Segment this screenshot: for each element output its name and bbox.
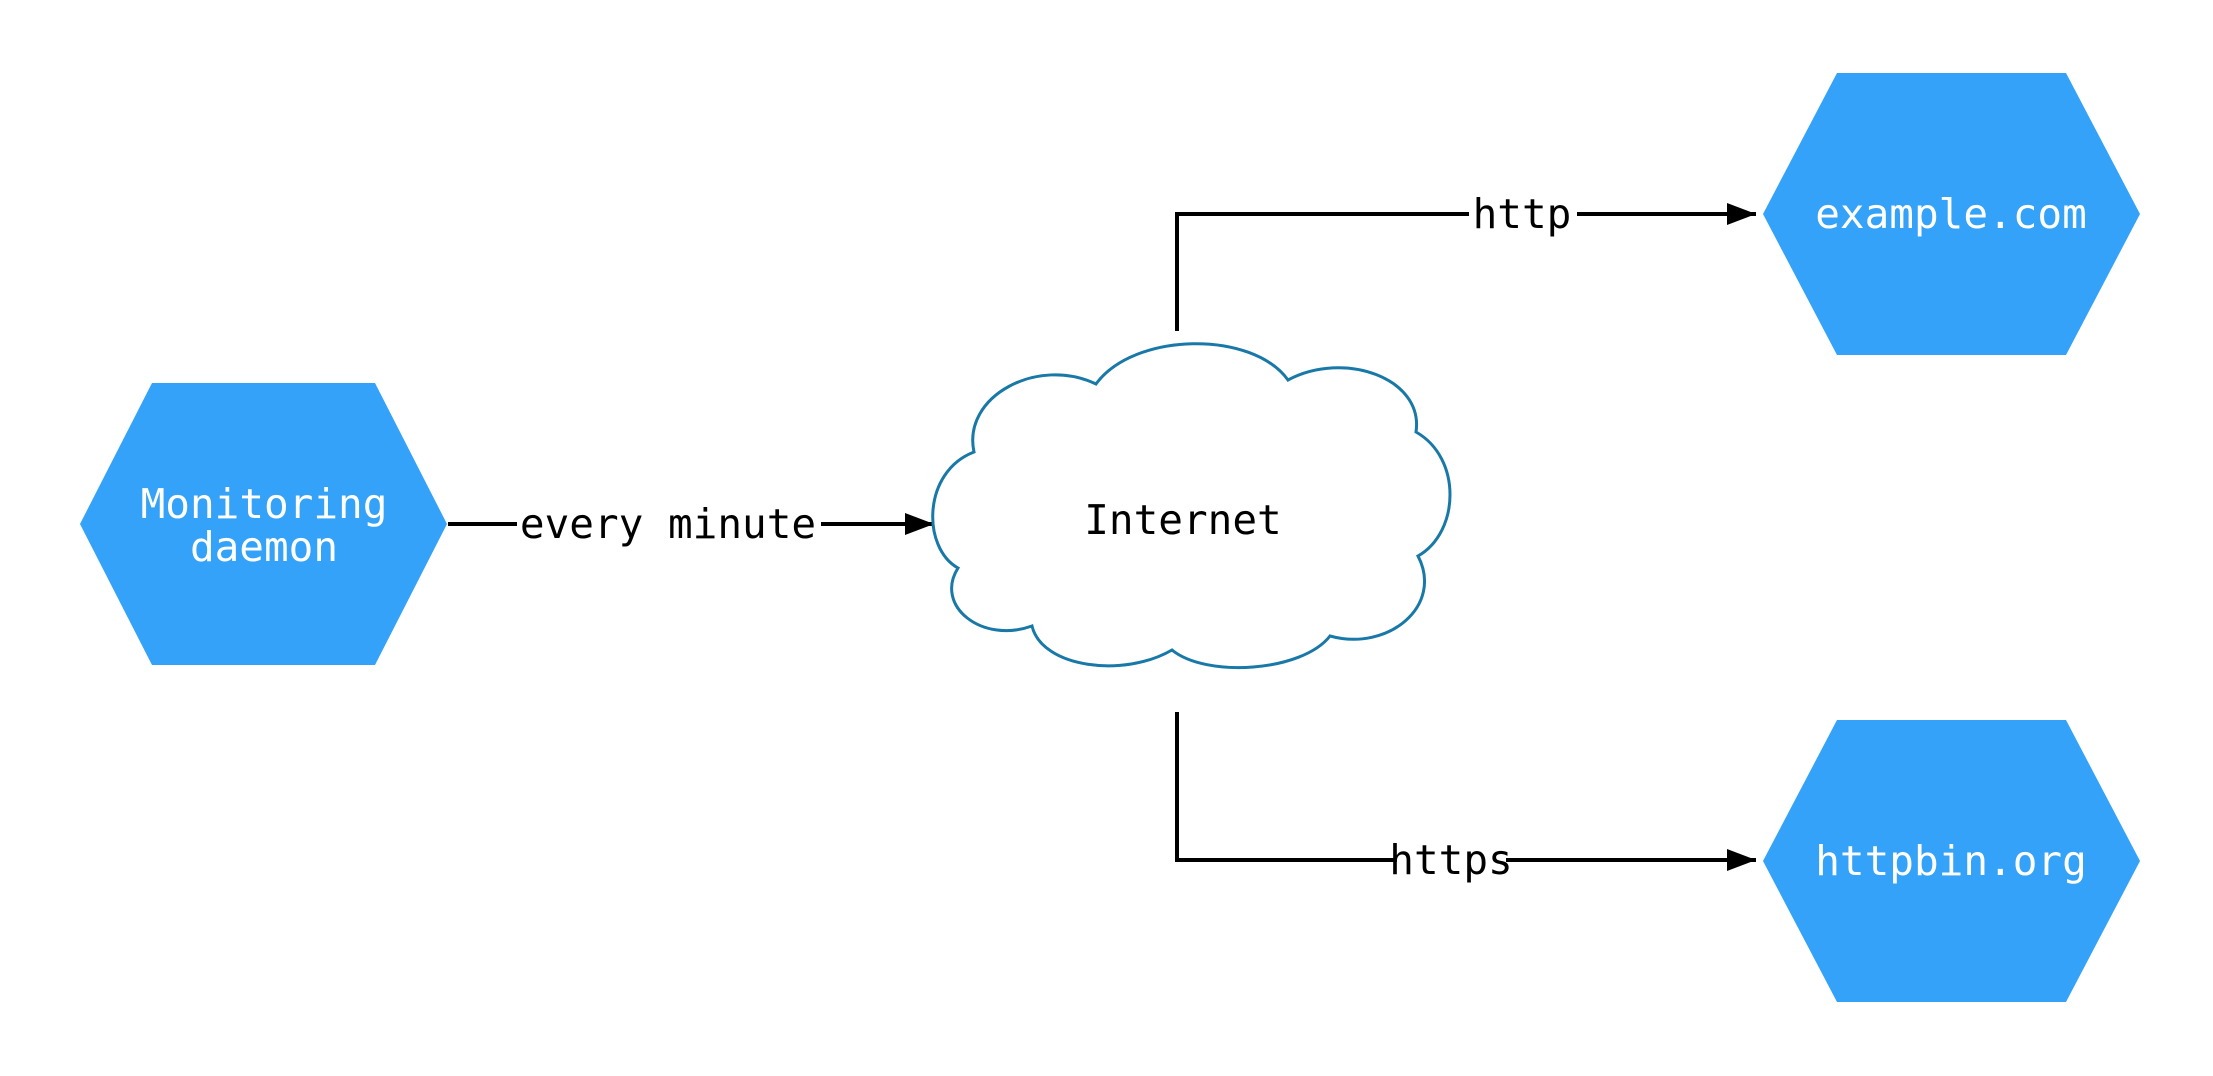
internet-cloud-shape [931, 342, 1452, 670]
edge-internet-to-example: http [1175, 190, 1756, 331]
edge-line-segment [1175, 712, 1397, 862]
example-com-label: example.com [1815, 190, 2087, 238]
monitoring-daemon-label-line1: Monitoring [141, 480, 388, 528]
httpbin-org-hexagon [1763, 720, 2140, 1002]
node-httpbin-org: httpbin.org [1763, 720, 2140, 1002]
edge-daemon-to-internet: every minute [448, 500, 934, 548]
example-com-hexagon [1763, 73, 2140, 355]
httpbin-org-label: httpbin.org [1815, 837, 2087, 885]
internet-label: Internet [1084, 496, 1281, 544]
edge-line-segment [1175, 212, 1469, 331]
node-internet: Internet [931, 342, 1452, 670]
node-example-com: example.com [1763, 73, 2140, 355]
monitoring-daemon-hexagon [80, 383, 447, 665]
monitoring-daemon-label-line2: daemon [190, 523, 338, 571]
edge-label-every-minute: every minute [520, 500, 816, 548]
node-monitoring-daemon: Monitoring daemon [80, 383, 447, 665]
edge-label-http: http [1473, 190, 1572, 238]
edge-internet-to-httpbin: https [1175, 712, 1756, 884]
edge-label-https: https [1389, 836, 1512, 884]
